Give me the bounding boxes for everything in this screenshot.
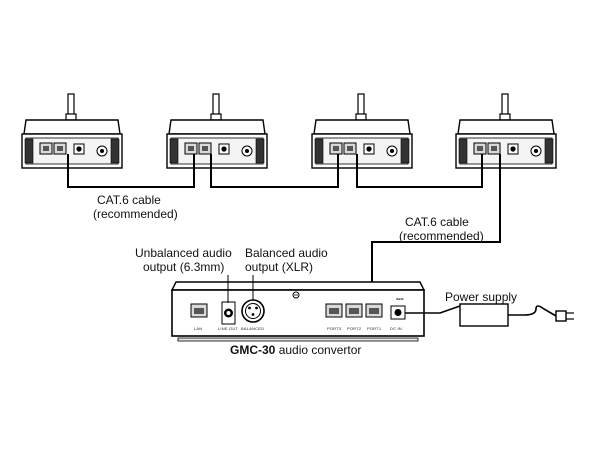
- svg-text:=•=: =•=: [396, 297, 404, 303]
- unbalanced-output-label-line2: output (6.3mm): [143, 260, 225, 274]
- power-plug: [555, 310, 567, 322]
- balanced-output-label-line1: Balanced audio: [245, 246, 328, 260]
- device-caption: GMC-30 audio convertor: [230, 343, 361, 357]
- mic-unit-2: [166, 93, 268, 169]
- panel-label-balanced: BALANCED: [241, 326, 265, 331]
- power-supply-assembly: [405, 303, 574, 327]
- unbalanced-output-label-line1: Unbalanced audio: [135, 246, 232, 260]
- power-supply-label: Power supply: [445, 290, 518, 304]
- panel-label-lan: LAN: [194, 326, 203, 331]
- cable-left-label-line1: CAT.6 cable: [97, 193, 161, 207]
- label-pointers: [227, 275, 254, 303]
- cable-left-label-line2: (recommended): [93, 207, 178, 221]
- mic-unit-3: [311, 93, 413, 169]
- cable-to-converter: [371, 154, 501, 310]
- cable-right-label-line1: CAT.6 cable: [405, 215, 469, 229]
- device-suffix: audio convertor: [278, 343, 362, 357]
- mic-unit-1: [21, 93, 123, 169]
- panel-label-line-out: LINE OUT: [218, 326, 239, 331]
- cable-1-2: [67, 154, 195, 188]
- panel-label-port3: PORT3: [327, 326, 342, 331]
- power-adapter: [459, 303, 509, 327]
- device-name: GMC-30: [230, 343, 276, 357]
- panel-label-port2: PORT2: [347, 326, 362, 331]
- cable-3-4: [356, 154, 483, 188]
- panel-label-port1: PORT1: [367, 326, 382, 331]
- panel-label-dc-in: DC IN: [390, 326, 402, 331]
- daisy-chain-cables: [67, 154, 501, 310]
- converter-box: =•=: [170, 281, 426, 342]
- cable-right-label-line2: (recommended): [399, 229, 484, 243]
- balanced-output-label-line2: output (XLR): [245, 260, 314, 274]
- mic-unit-4: [455, 93, 557, 169]
- cable-2-3: [210, 154, 339, 188]
